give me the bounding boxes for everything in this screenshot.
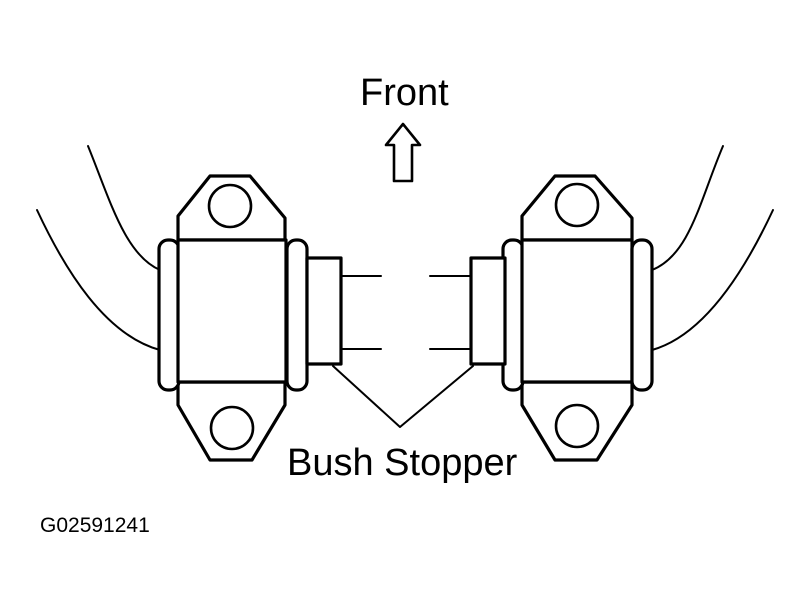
left-arm-upper-line (87, 145, 161, 271)
right-arm-upper-line (651, 145, 724, 271)
left-arm-lower-line (36, 209, 161, 351)
right-arm-lower-line (651, 209, 774, 351)
left-bushing-body (176, 238, 288, 384)
left-bushing-collar-outer (157, 238, 181, 392)
left-bushing-assembly (36, 145, 382, 462)
right-bushing-collar-outer (630, 238, 654, 392)
right-bushing-assembly (429, 145, 774, 462)
left-bolt-hole-top (207, 183, 253, 229)
right-bolt-hole-bottom (554, 403, 600, 449)
front-arrow-icon (384, 122, 422, 183)
left-bolt-hole-bottom (209, 405, 255, 451)
bush-stopper-leader-lines (332, 365, 474, 428)
left-bush-stopper (305, 256, 343, 366)
figure-code-label: G02591241 (40, 514, 150, 537)
front-direction-label: Front (360, 72, 449, 114)
right-bolt-hole-top (554, 182, 600, 228)
right-bushing-body (520, 238, 634, 384)
right-bush-stopper (469, 256, 507, 366)
bush-stopper-label: Bush Stopper (287, 442, 518, 484)
left-bushing-collar-inner (285, 238, 309, 392)
